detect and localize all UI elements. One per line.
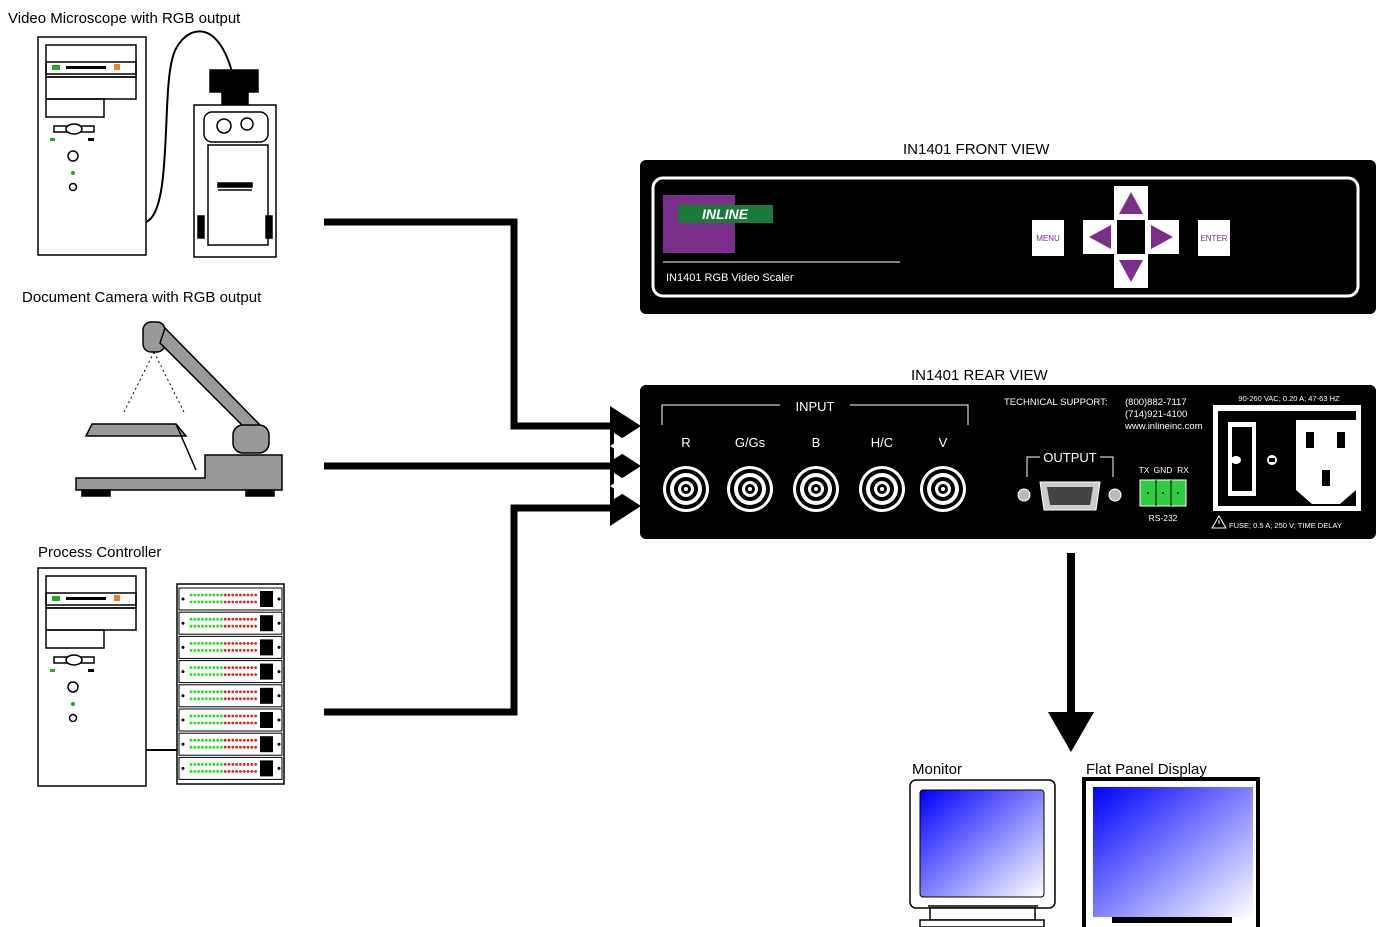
rs232-terminal-block[interactable] [1139,479,1187,507]
output-label: OUTPUT [1043,450,1097,465]
rack-module [178,756,283,780]
bnc-labels: R G/Gs B H/C V [681,435,947,450]
bnc-label-hc: H/C [871,435,893,450]
process-computer [37,567,147,787]
inline-logo-text: INLINE [702,206,749,222]
process-controller-label: Process Controller [38,544,162,561]
warning-icon [1211,515,1227,529]
support-website: www.inlineinc.com [1124,421,1203,432]
bnc-input-r[interactable] [663,466,709,512]
bnc-label-b: B [812,435,821,450]
output-vga-connector[interactable] [1017,481,1122,511]
bnc-input-b[interactable] [793,466,839,512]
microscope-computer [37,36,147,256]
rack-module [178,611,283,635]
support-label: TECHNICAL SUPPORT: [1004,397,1107,408]
front-product-name: IN1401 RGB Video Scaler [666,272,794,284]
right-button[interactable] [1145,220,1179,254]
signal-lines [324,218,615,716]
rs232-pin-gnd: GND [1154,465,1173,475]
output-arrow [1048,553,1094,752]
rack-module [178,732,283,756]
input-arrows [610,406,641,526]
rack-module [178,660,283,684]
bnc-label-r: R [681,435,690,450]
bnc-input-v[interactable] [920,466,966,512]
down-button[interactable] [1114,254,1148,288]
rack-module [178,587,283,611]
fuse-label: FUSE; 0.5 A; 250 V; TIME DELAY [1229,521,1342,530]
rear-view-title: IN1401 REAR VIEW [911,367,1048,384]
power-rating: 90-260 VAC; 0.20 A; 47-63 HZ [1238,394,1340,403]
inline-logo [678,205,773,223]
rack-module [178,635,283,659]
support-phone-2: (714)921-4100 [1125,409,1187,420]
microscope-cable [145,30,233,223]
process-controller-rack [176,583,285,785]
right-arrow-icon [1151,225,1173,249]
rs232-pin-rx: RX [1177,465,1189,475]
up-button[interactable] [1114,186,1148,220]
monitor-label: Monitor [912,761,963,778]
rack-module [178,708,283,732]
power-entry-module[interactable] [1213,405,1361,511]
document-camera [75,321,283,497]
support-phone-1: (800)882-7117 [1125,397,1187,408]
microscope-label: Video Microscope with RGB output [8,10,241,27]
left-button[interactable] [1083,220,1117,254]
bnc-connectors [663,466,966,512]
flat-panel-label: Flat Panel Display [1086,761,1207,778]
rs232-pin-tx: TX [1139,465,1150,475]
front-view-title: IN1401 FRONT VIEW [903,141,1050,158]
bnc-input-hc[interactable] [859,466,905,512]
front-panel [640,160,1376,314]
video-microscope [193,69,277,258]
enter-button[interactable]: ENTER [1198,220,1230,256]
enter-button-label: ENTER [1200,234,1227,243]
down-arrow-icon [1119,260,1143,282]
bnc-label-v: V [939,435,948,450]
left-arrow-icon [1089,225,1111,249]
up-arrow-icon [1119,192,1143,214]
rack-module [178,684,283,708]
bnc-label-ggs: G/Gs [735,435,766,450]
front-logo-block [663,195,735,253]
doc-camera-label: Document Camera with RGB output [22,289,262,306]
menu-button-label: MENU [1036,234,1060,243]
menu-button[interactable]: MENU [1032,220,1064,256]
input-group-label: INPUT [796,399,835,414]
flat-panel-display [1082,777,1260,927]
crt-monitor [909,779,1056,927]
rs232-label: RS-232 [1149,513,1178,523]
bnc-input-ggs[interactable] [727,466,773,512]
input-arrow-notches [614,433,635,499]
